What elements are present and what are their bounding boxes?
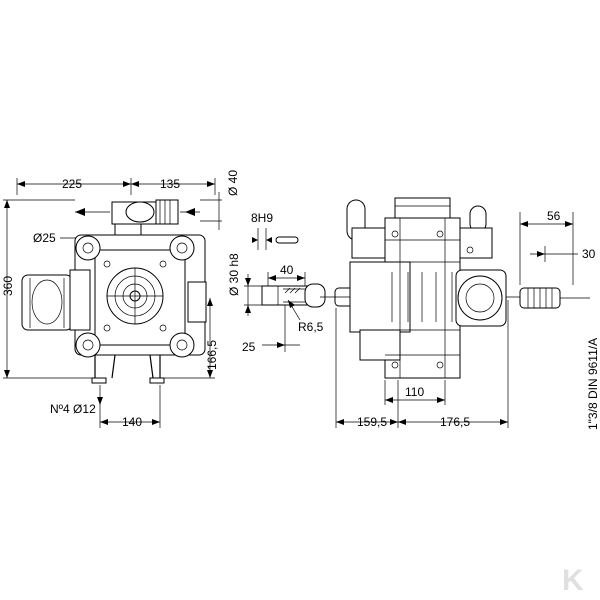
logo-mark: K xyxy=(562,564,584,597)
dim-135: 135 xyxy=(160,177,180,191)
dim-spline-spec: 1"3/8 DIN 9611/A xyxy=(586,338,600,430)
dim-110: 110 xyxy=(405,385,424,399)
dim-225: 225 xyxy=(62,177,82,191)
dim-shaft-diameter: Ø 30 h8 xyxy=(227,253,241,296)
dim-shaft-40: 40 xyxy=(280,263,294,277)
dim-176-5: 176,5 xyxy=(440,415,470,429)
pump-front-view: 225 135 Ø 40 360 166,5 Ø25 xyxy=(1,170,240,429)
dim-holes: Nº4 Ø12 xyxy=(50,402,96,416)
dim-159-5: 159,5 xyxy=(357,415,387,429)
dim-diameter-25: Ø25 xyxy=(33,231,56,245)
dim-spline-30: 30 xyxy=(582,247,596,261)
dim-360: 360 xyxy=(1,276,15,296)
shaft-detail: 8H9 Ø 30 h8 40 R6,5 25 xyxy=(227,211,326,354)
dim-spline-56: 56 xyxy=(547,209,561,223)
kramp-logo: K xyxy=(562,564,584,597)
dim-radius: R6,5 xyxy=(298,320,324,334)
dim-key-width: 8H9 xyxy=(251,211,273,225)
pump-side-view: 56 30 1"3/8 DIN 9611/A 110 159,5 176,5 xyxy=(320,197,600,430)
dim-shaft-25: 25 xyxy=(242,340,256,354)
dim-140: 140 xyxy=(122,415,142,429)
dim-166-5: 166,5 xyxy=(205,340,219,370)
dim-diameter-40: Ø 40 xyxy=(226,170,240,196)
